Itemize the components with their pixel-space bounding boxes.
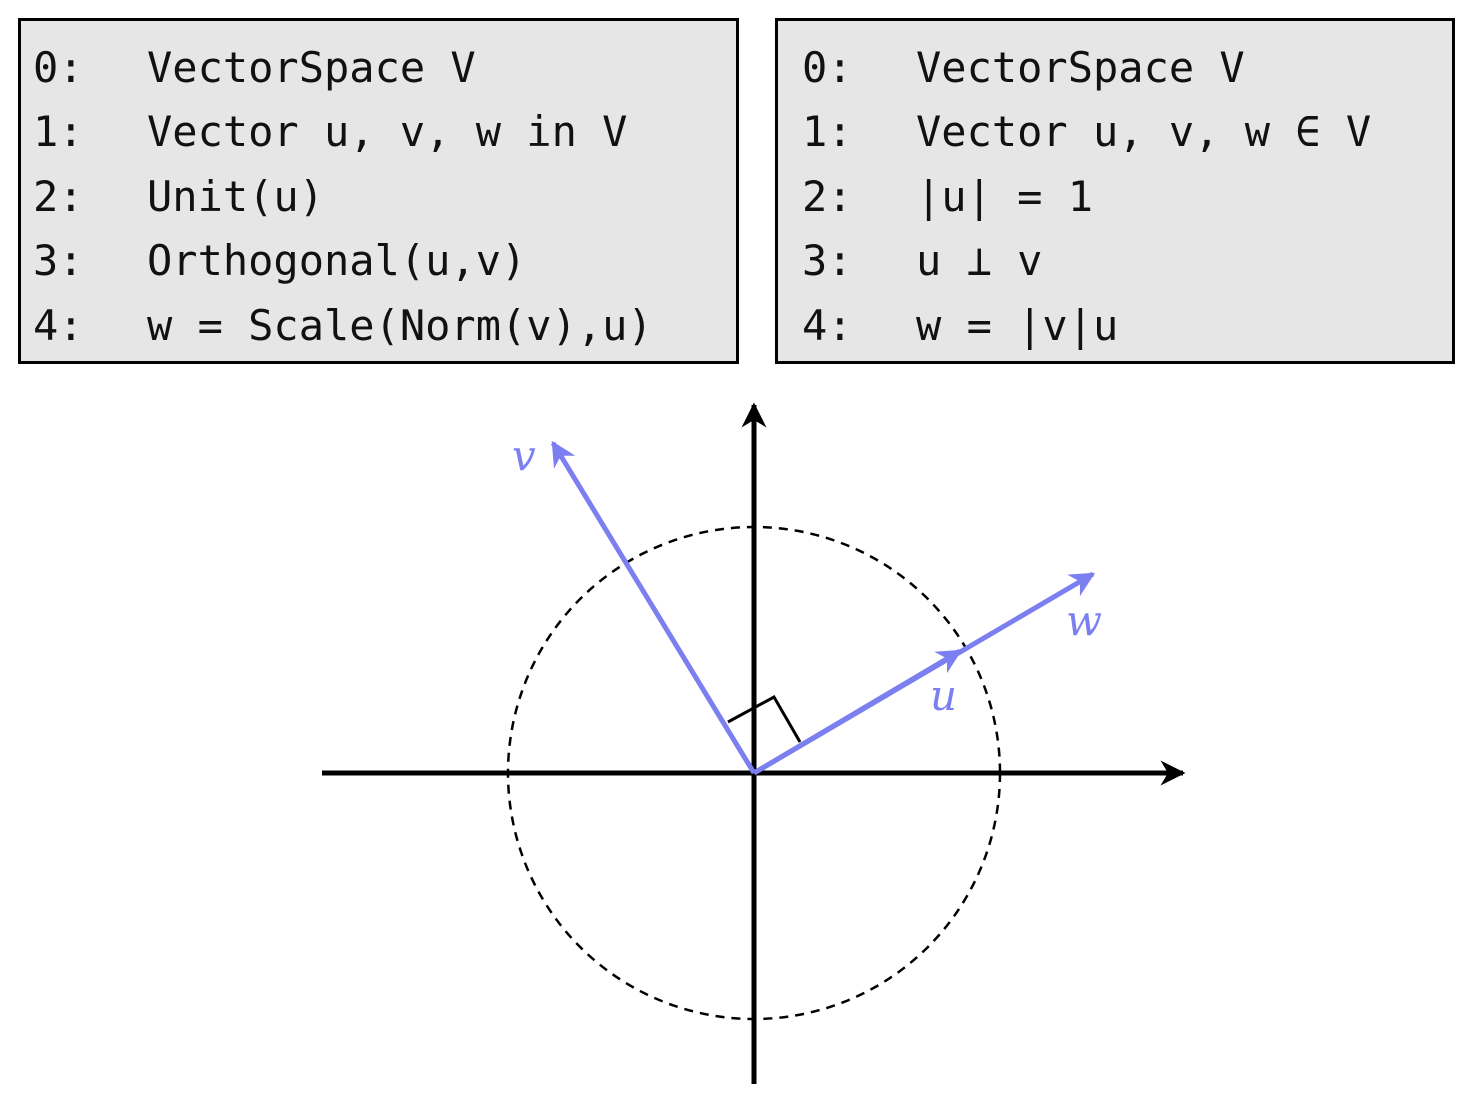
line-code: VectorSpace V <box>147 42 476 92</box>
line-code: Vector u, v, w in V <box>147 107 628 157</box>
code-line: 4: w = Scale(Norm(v),u) <box>33 293 736 358</box>
line-number: 3: <box>33 236 84 286</box>
line-number: 4: <box>33 300 84 350</box>
code-line: 0: VectorSpace V <box>802 35 1452 100</box>
line-number: 0: <box>802 42 853 92</box>
line-number: 3: <box>802 236 853 286</box>
line-number: 4: <box>802 300 853 350</box>
code-line: 2: |u| = 1 <box>802 164 1452 229</box>
line-number: 1: <box>802 107 853 157</box>
vector-v <box>550 440 757 775</box>
line-number: 2: <box>33 171 84 221</box>
line-code: VectorSpace V <box>916 42 1245 92</box>
line-number: 1: <box>33 107 84 157</box>
line-code: Unit(u) <box>147 171 325 221</box>
code-line: 0: VectorSpace V <box>33 35 736 100</box>
line-code: Orthogonal(u,v) <box>147 236 527 286</box>
line-code: w = Scale(Norm(v),u) <box>147 300 653 350</box>
vector-u <box>752 648 963 776</box>
code-line: 3: u ⊥ v <box>802 229 1452 294</box>
line-code: w = |v|u <box>916 300 1119 350</box>
label-u: u <box>930 671 957 720</box>
line-number: 2: <box>802 171 853 221</box>
label-v: v <box>512 431 536 480</box>
line-number: 0: <box>33 42 84 92</box>
line-code: Vector u, v, w ∈ V <box>916 107 1372 157</box>
code-box-math-syntax: 0: VectorSpace V 1: Vector u, v, w ∈ V 2… <box>775 18 1455 364</box>
code-line: 2: Unit(u) <box>33 164 736 229</box>
line-code: u ⊥ v <box>916 236 1043 286</box>
right-angle-marker <box>727 694 802 743</box>
label-w: w <box>1066 596 1102 645</box>
code-line: 3: Orthogonal(u,v) <box>33 229 736 294</box>
code-box-text-syntax: 0: VectorSpace V 1: Vector u, v, w in V … <box>18 18 739 364</box>
code-line: 4: w = |v|u <box>802 293 1452 358</box>
line-code: |u| = 1 <box>916 171 1094 221</box>
code-line: 1: Vector u, v, w in V <box>33 100 736 165</box>
code-line: 1: Vector u, v, w ∈ V <box>802 100 1452 165</box>
